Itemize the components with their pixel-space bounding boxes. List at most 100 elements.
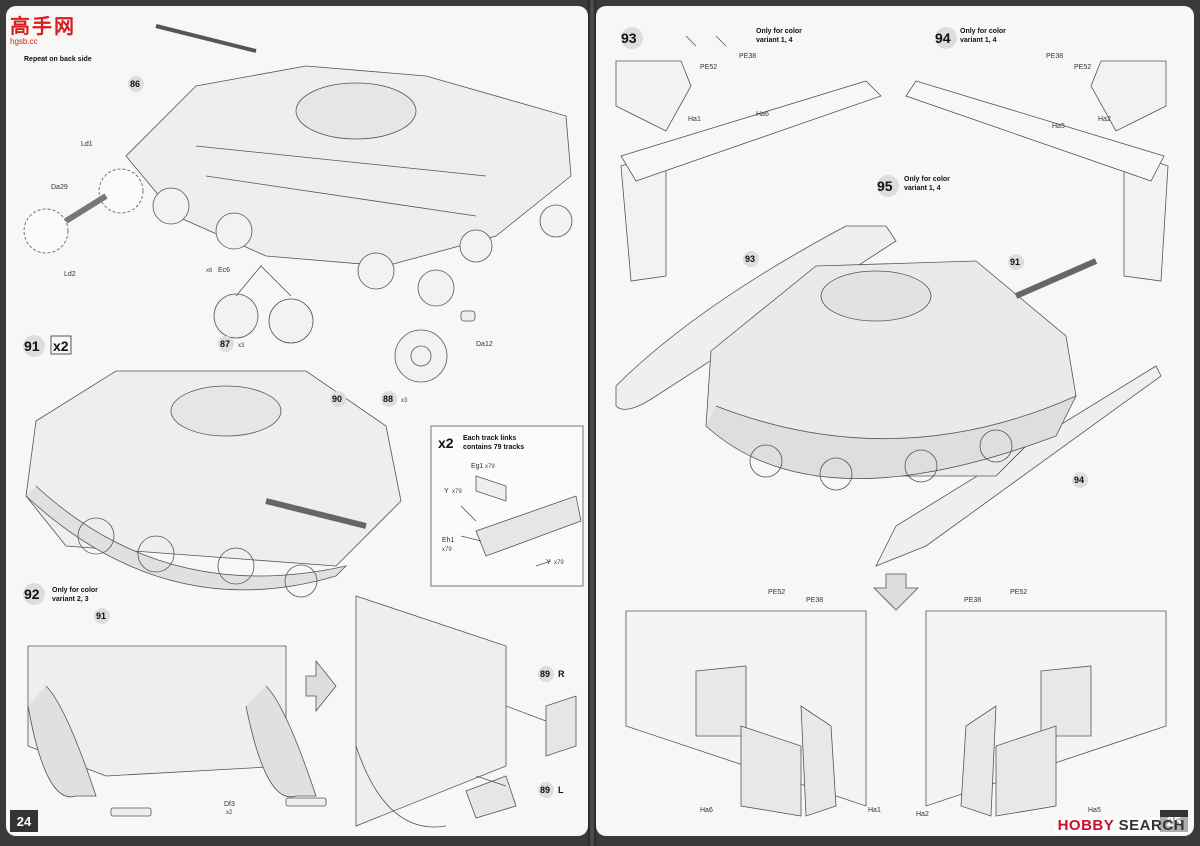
rear-track-result <box>355 745 447 828</box>
step-91-multiplier-box <box>50 335 72 355</box>
wheel-95-d <box>979 429 1013 463</box>
turret-ring <box>295 82 417 140</box>
gun-barrel-91 <box>265 498 367 529</box>
label-pe52-93: PE52 <box>700 64 717 71</box>
track-run-95 <box>705 395 1077 479</box>
track-box-multiplier: x2 <box>438 435 454 451</box>
label-pe38-94: PE38 <box>1046 53 1063 60</box>
fender-ha6 <box>620 80 882 182</box>
part-badge-86 <box>128 76 144 92</box>
gun-barrel <box>155 24 257 53</box>
part-df3-b <box>285 797 327 807</box>
step-95-number: 95 <box>877 178 893 194</box>
detail-left-ha6-plate <box>740 725 802 817</box>
logo-name: 高手网 <box>10 16 76 38</box>
track-part-eg1 <box>475 475 507 502</box>
label-y1x: x79 <box>452 489 462 495</box>
right-fender-assembly <box>875 365 1162 567</box>
track-box-text-1: Each track links <box>463 435 516 442</box>
wheel-91-c <box>217 547 255 585</box>
right-page: 93 Only for color variant 1, 4 PE52 PE38… <box>596 6 1194 836</box>
label-89l: 89 <box>540 785 550 795</box>
drive-hub <box>64 193 108 224</box>
wheel-91-b <box>137 535 175 573</box>
track-box-text-2: contains 79 tracks <box>463 444 524 451</box>
part-da12 <box>460 310 476 322</box>
road-wheel-b <box>215 212 253 250</box>
watermark-brand: HOBBY <box>1057 817 1114 834</box>
wheel-91-d <box>284 564 318 598</box>
label-89l-side: L <box>558 785 564 795</box>
step-91-multiplier: x2 <box>53 338 69 354</box>
wheel-88-hub <box>410 345 432 367</box>
detail-label-ha1: Ha1 <box>868 807 881 814</box>
road-wheel-c <box>357 252 395 290</box>
part-badge-87 <box>218 336 234 352</box>
label-eg1x: x79 <box>485 464 495 470</box>
label-ld1: Ld1 <box>81 141 93 148</box>
gun-barrel-95 <box>1014 258 1098 299</box>
book-gutter <box>588 0 596 846</box>
rear-track-left <box>27 685 97 798</box>
label-da12: Da12 <box>476 341 493 348</box>
track-leader-lines <box>460 505 552 567</box>
left-page-drawing: Repeat on back side 86 Ld1 Da29 Ld2 x6 E… <box>23 24 584 828</box>
wheel-88 <box>394 329 448 383</box>
rear-hull-92 <box>27 645 287 777</box>
label-90: 90 <box>332 394 342 404</box>
label-89r-side: R <box>558 669 565 679</box>
arrow-down <box>873 573 919 611</box>
detail-label-pe52-left: PE52 <box>768 589 785 596</box>
road-wheel-d <box>417 269 455 307</box>
label-87: 87 <box>220 339 230 349</box>
step-94-note-2: variant 1, 4 <box>960 37 997 44</box>
label-ec6x: x6 <box>206 268 213 274</box>
road-wheel-e <box>459 229 493 263</box>
label-93: 93 <box>745 254 755 264</box>
part-badge-91r <box>1008 254 1024 270</box>
bogie-wheel-b <box>268 298 314 344</box>
label-y2x: x79 <box>554 560 564 566</box>
mudguard-ha2 <box>1090 60 1167 132</box>
part-badge-93 <box>743 251 759 267</box>
step-badge-92 <box>23 583 45 605</box>
track-run-91 <box>25 485 348 591</box>
label-da29: Da29 <box>51 184 68 191</box>
step-91-number: 91 <box>24 338 40 354</box>
track-links <box>475 495 582 557</box>
step-badge-93 <box>621 27 643 49</box>
sprocket-ld1 <box>98 168 144 214</box>
part-badge-91b <box>94 608 110 624</box>
part-badge-88 <box>381 391 397 407</box>
rear-track-right <box>245 685 317 798</box>
part-badge-89l <box>538 782 554 798</box>
road-wheel-f <box>539 204 573 238</box>
arrow-right <box>305 659 337 713</box>
step-94-note-1: Only for color <box>960 28 1006 35</box>
part-badge-89r <box>538 666 554 682</box>
detail-label-ha5: Ha5 <box>1088 807 1101 814</box>
left-page: 高手网 hgsb.cc <box>6 6 588 836</box>
wheel-95-a <box>749 444 783 478</box>
step-93-note-2: variant 1, 4 <box>756 37 793 44</box>
label-pe52-94: PE52 <box>1074 64 1091 71</box>
label-eh1: Eh1 <box>442 537 455 544</box>
rear-hull-result <box>355 595 507 827</box>
detail-label-pe38-right: PE38 <box>964 597 981 604</box>
label-89r: 89 <box>540 669 550 679</box>
watermark-rest: SEARCH <box>1118 817 1185 834</box>
turret-ring-91 <box>170 385 282 437</box>
label-eg1: Eg1 <box>471 463 484 470</box>
label-df3x: x2 <box>226 810 233 816</box>
bogie-wheel-a <box>213 293 259 339</box>
step-92-number: 92 <box>24 586 40 602</box>
step-badge-95 <box>877 175 899 197</box>
label-ha5-94: Ha5 <box>1052 123 1065 130</box>
label-86: 86 <box>130 79 140 89</box>
label-pe38-93: PE38 <box>739 53 756 60</box>
detail-label-ha2: Ha2 <box>916 811 929 818</box>
step-95-note-2: variant 1, 4 <box>904 185 941 192</box>
pe-leaders-93 <box>685 35 727 47</box>
right-page-drawing: 93 Only for color variant 1, 4 PE52 PE38… <box>615 27 1169 818</box>
